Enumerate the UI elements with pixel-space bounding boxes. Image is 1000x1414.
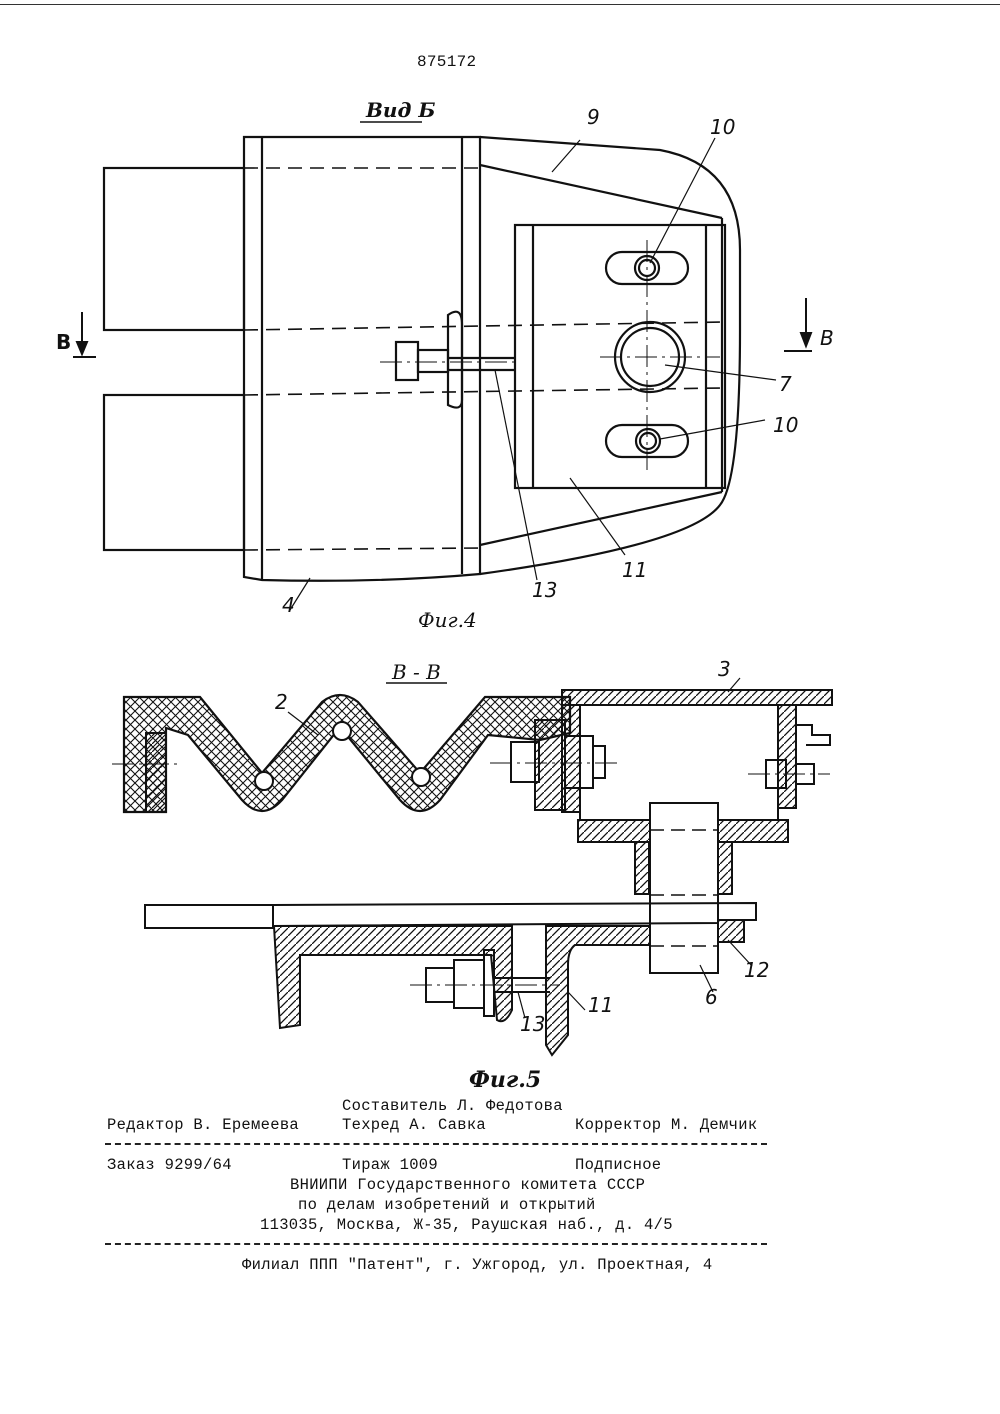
org-address: 113035, Москва, Ж-35, Раушская наб., д. …: [260, 1216, 673, 1234]
compiler-line: Составитель Л. Федотова: [342, 1097, 563, 1115]
org-line-1: ВНИИПИ Государственного комитета СССР: [290, 1176, 645, 1194]
label-2: 2: [275, 690, 288, 714]
org-line-2: по делам изобретений и открытий: [298, 1196, 596, 1214]
divider-bottom: [105, 1243, 767, 1245]
editor-line: Редактор В. Еремеева: [107, 1116, 299, 1134]
techred-line: Техред А. Савка: [342, 1116, 486, 1134]
label-12: 12: [744, 958, 769, 982]
plate-3: [562, 690, 832, 705]
label-11-fig5: 11: [588, 993, 613, 1017]
branch-line: Филиал ППП "Патент", г. Ужгород, ул. Про…: [242, 1256, 712, 1274]
circulation-line: Тираж 1009: [342, 1156, 438, 1174]
rubber-seal-2: [124, 695, 570, 812]
figure-5-caption: Фиг.5: [469, 1067, 541, 1093]
label-3: 3: [718, 657, 731, 681]
section-b-b-title: В - В: [392, 660, 441, 684]
channel-profile: [274, 926, 512, 1028]
insert-strip: [146, 733, 166, 812]
label-6: 6: [705, 985, 718, 1009]
label-13-fig5: 13: [520, 1012, 545, 1036]
angle-11: [546, 926, 650, 1055]
divider-top: [105, 1143, 767, 1145]
subscription-line: Подписное: [575, 1156, 661, 1174]
roller-6: [650, 803, 718, 973]
order-line: Заказ 9299/64: [107, 1156, 232, 1174]
corrector-line: Корректор М. Демчик: [575, 1116, 757, 1134]
